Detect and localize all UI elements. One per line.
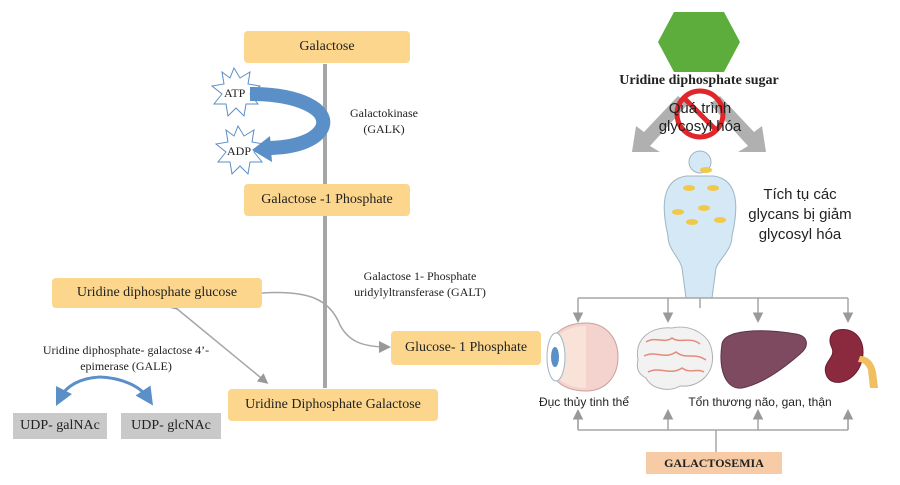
galk-arrow	[249, 87, 331, 155]
brain-illustration	[636, 326, 714, 390]
galactose-box: Galactose	[244, 31, 410, 63]
glycosylation-label: Quá trình glycosyl hóa	[658, 100, 742, 135]
kidney-illustration	[824, 329, 878, 388]
udp-glucose-box: Uridine diphosphate glucose	[52, 278, 262, 308]
galk-label: Galactokinase (GALK)	[350, 106, 418, 136]
atp-label: ATP	[224, 86, 246, 100]
gale-double-arrow	[166, 299, 269, 384]
liver-illustration	[720, 330, 807, 389]
accumulation-label: Tích tụ các glycans bị giảm glycosyl hóa	[748, 186, 852, 243]
gale-arc-right	[99, 375, 153, 406]
eye-illustration	[546, 322, 619, 392]
body-silhouette	[663, 150, 737, 299]
udp-glcnac-box: UDP- glcNAc	[121, 413, 221, 439]
glucose-1-phosphate-box: Glucose- 1 Phosphate	[391, 331, 541, 365]
adp-star	[214, 124, 266, 176]
organ-damage-label: Tổn thương não, gan, thận	[688, 395, 832, 409]
gale-arc-left	[55, 375, 101, 407]
galactose-1-phosphate-box: Galactose -1 Phosphate	[244, 184, 410, 216]
cataract-label: Đục thủy tinh thể	[538, 395, 630, 409]
udp-sugar-hexagon	[658, 12, 740, 72]
udp-galnac-box: UDP- galNAc	[13, 413, 107, 439]
left-gray-arrow	[632, 96, 688, 152]
adp-label: ADP	[227, 144, 252, 158]
atp-star	[210, 66, 262, 118]
galt-label: Galactose 1- Phosphate uridylyltransfera…	[354, 269, 486, 299]
udp-galactose-box: Uridine Diphosphate Galactose	[228, 389, 438, 421]
gale-label: Uridine diphosphate- galactose 4’- epime…	[42, 343, 210, 373]
udp-sugar-label: Uridine diphosphate sugar	[619, 73, 779, 88]
galactosemia-box: GALACTOSEMIA	[646, 452, 782, 474]
udpglucose-to-glucose1p	[261, 291, 391, 353]
prohibited-circle	[674, 88, 726, 140]
